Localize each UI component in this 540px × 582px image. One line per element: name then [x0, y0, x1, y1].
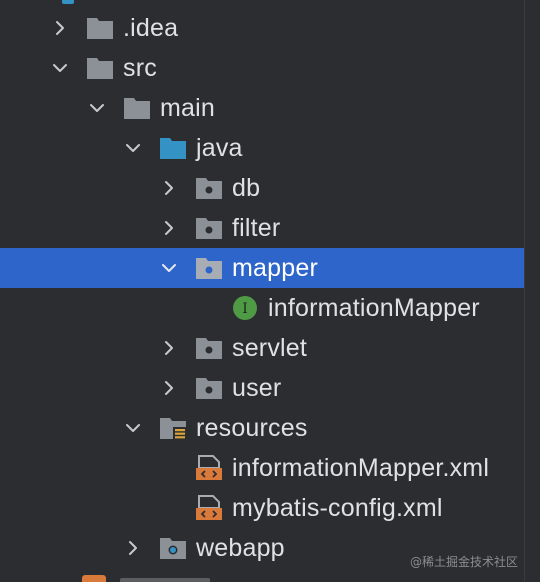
folder-icon [123, 95, 153, 121]
package-icon [195, 215, 225, 241]
package-icon [195, 375, 225, 401]
clipped-next-row [0, 572, 524, 582]
tree-item-main[interactable]: main [0, 88, 524, 128]
tree-item-mapper[interactable]: mapper [0, 248, 524, 288]
tree-item-src[interactable]: src [0, 48, 524, 88]
tree-item-resources[interactable]: resources [0, 408, 524, 448]
chevron-down-icon[interactable] [161, 260, 177, 276]
tree-item-label: servlet [232, 334, 308, 362]
tree-item-label: mybatis-config.xml [232, 494, 443, 522]
tree-item-label: user [232, 374, 282, 402]
tree-item-label: filter [232, 214, 281, 242]
tree-item-servlet[interactable]: servlet [0, 328, 524, 368]
tree-item-label: main [160, 94, 215, 122]
chevron-down-icon[interactable] [125, 420, 141, 436]
tree-item-idea[interactable]: .idea [0, 8, 524, 48]
watermark: @稀土掘金技术社区 [409, 555, 518, 569]
tree-item-information-mapper-xml[interactable]: informationMapper.xml [0, 448, 524, 488]
vertical-scrollbar[interactable] [524, 0, 540, 582]
tree-item-webapp[interactable]: webapp [0, 528, 524, 568]
module-folder-icon [82, 575, 106, 582]
package-icon [195, 175, 225, 201]
tree-item-label: informationMapper.xml [232, 454, 490, 482]
tree-item-filter[interactable]: filter [0, 208, 524, 248]
clipped-parent-row [0, 0, 524, 8]
svg-text:I: I [242, 301, 248, 317]
source-root-folder-icon [159, 135, 189, 161]
chevron-right-icon[interactable] [161, 180, 177, 196]
chevron-right-icon[interactable] [161, 220, 177, 236]
tree-item-java[interactable]: java [0, 128, 524, 168]
tree-item-label: mapper [232, 254, 318, 282]
chevron-down-icon[interactable] [52, 60, 68, 76]
chevron-right-icon[interactable] [161, 380, 177, 396]
xml-file-icon [195, 455, 225, 481]
clipped-row-text [120, 578, 210, 582]
tree-item-label: .idea [123, 14, 179, 42]
resources-folder-icon [159, 415, 189, 441]
tree-item-label: informationMapper [268, 294, 480, 322]
web-folder-icon [159, 535, 189, 561]
tree-item-label: db [232, 174, 261, 202]
tree-item-db[interactable]: db [0, 168, 524, 208]
chevron-down-icon[interactable] [89, 100, 105, 116]
chevron-right-icon[interactable] [161, 340, 177, 356]
module-icon [62, 0, 74, 4]
folder-icon [86, 55, 116, 81]
chevron-right-icon[interactable] [52, 20, 68, 36]
tree-item-label: src [123, 54, 157, 82]
package-icon [195, 335, 225, 361]
interface-icon: I [231, 295, 261, 321]
folder-icon [86, 15, 116, 41]
tree-item-label: java [196, 134, 243, 162]
tree-item-label: webapp [196, 534, 285, 562]
xml-file-icon [195, 495, 225, 521]
tree-item-mybatis-config-xml[interactable]: mybatis-config.xml [0, 488, 524, 528]
package-icon [195, 255, 225, 281]
chevron-down-icon[interactable] [125, 140, 141, 156]
chevron-right-icon[interactable] [125, 540, 141, 556]
tree-item-label: resources [196, 414, 308, 442]
tree-item-user[interactable]: user [0, 368, 524, 408]
tree-item-information-mapper-interface[interactable]: I informationMapper [0, 288, 524, 328]
